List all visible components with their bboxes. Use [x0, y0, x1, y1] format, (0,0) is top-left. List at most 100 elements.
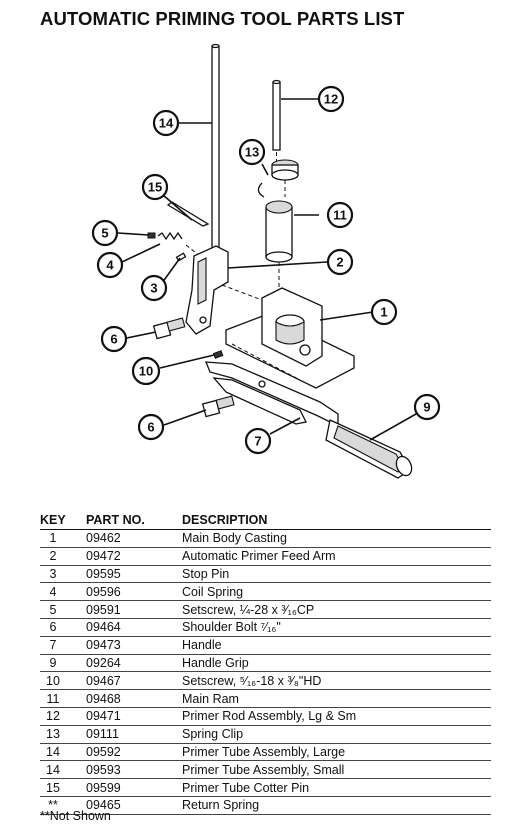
cell-description: Setscrew, ¼-28 x ³⁄₁₆CP [180, 600, 491, 619]
cell-part-no: 09468 [66, 689, 180, 708]
cell-key: 14 [40, 743, 66, 762]
callout-6-lower: 6 [137, 413, 165, 441]
callout-11: 11 [326, 201, 354, 229]
cell-description: Return Spring [180, 796, 491, 815]
cell-part-no: 09462 [66, 529, 180, 548]
cell-part-no: 09591 [66, 600, 180, 619]
cell-key: 7 [40, 636, 66, 655]
cell-description: Setscrew, ⁵⁄₁₆-18 x ³⁄₈"HD [180, 671, 491, 691]
cell-part-no: 09473 [66, 636, 180, 655]
callout-label: 7 [254, 434, 261, 449]
cell-description: Main Body Casting [180, 529, 491, 548]
callout-9: 9 [413, 393, 441, 421]
main-body-part [225, 287, 355, 389]
cell-description: Main Ram [180, 689, 491, 708]
column-header-part-no: PART NO. [66, 512, 180, 530]
cell-key: 2 [40, 547, 66, 566]
cell-part-no: 09467 [66, 671, 180, 691]
cell-description: Spring Clip [180, 725, 491, 744]
handle-grip-part [325, 419, 413, 479]
callout-label: 3 [150, 281, 157, 296]
cell-key: 11 [40, 689, 66, 708]
callout-label: 9 [423, 400, 430, 415]
column-header-key: KEY [40, 512, 66, 530]
callout-12: 12 [317, 85, 345, 113]
cell-key: 1 [40, 529, 66, 548]
callout-5: 5 [91, 219, 119, 247]
cell-part-no: 09465 [66, 796, 180, 815]
spring-clip-part [257, 159, 299, 198]
cell-part-no: 09111 [66, 725, 180, 744]
cell-part-no: 09596 [66, 582, 180, 602]
cell-part-no: 09472 [66, 547, 180, 566]
feed-arm-part [185, 245, 263, 335]
callout-15: 15 [141, 173, 169, 201]
callout-2: 2 [326, 248, 354, 276]
exploded-parts-diagram: 14 12 13 15 11 5 4 2 3 1 6 10 9 6 7 [91, 43, 441, 479]
cell-description: Primer Tube Assembly, Large [180, 743, 491, 762]
cell-part-no: 09464 [66, 618, 180, 637]
cell-description: Coil Spring [180, 582, 491, 602]
callout-7: 7 [244, 427, 272, 455]
callout-10: 10 [131, 356, 161, 386]
callout-label: 2 [336, 255, 343, 270]
cell-description: Stop Pin [180, 565, 491, 584]
cell-key: 14 [40, 760, 66, 780]
cell-key: 9 [40, 654, 66, 673]
cell-key: 15 [40, 778, 66, 797]
cell-key: ** [40, 796, 66, 815]
callout-label: 13 [245, 145, 259, 160]
callout-label: 12 [324, 92, 338, 107]
cell-key: 5 [40, 600, 66, 619]
cotter-pin-part [166, 201, 210, 227]
callout-label: 15 [148, 180, 162, 195]
callout-14: 14 [152, 109, 180, 137]
footnote: **Not Shown [40, 809, 111, 823]
cell-key: 6 [40, 618, 66, 637]
table-header-row: KEY PART NO. DESCRIPTION [40, 512, 491, 530]
callout-4: 4 [96, 251, 124, 279]
column-header-description: DESCRIPTION [180, 512, 491, 530]
cell-part-no: 09593 [66, 760, 180, 780]
cell-description: Automatic Primer Feed Arm [180, 547, 491, 566]
shoulder-bolt-lower-part [201, 395, 235, 418]
cell-description: Primer Rod Assembly, Lg & Sm [180, 707, 491, 726]
cell-key: 12 [40, 707, 66, 726]
callout-6: 6 [100, 325, 128, 353]
cell-part-no: 09595 [66, 565, 180, 584]
callout-label: 6 [110, 332, 117, 347]
callout-1: 1 [370, 298, 398, 326]
cell-key: 10 [40, 671, 66, 691]
cell-description: Handle [180, 636, 491, 655]
callout-label: 1 [380, 305, 387, 320]
callout-label: 14 [159, 116, 174, 131]
cell-part-no: 09471 [66, 707, 180, 726]
cell-key: 13 [40, 725, 66, 744]
callout-3: 3 [140, 274, 168, 302]
cell-part-no: 09592 [66, 743, 180, 762]
shoulder-bolt-part [152, 317, 186, 340]
cell-key: 3 [40, 565, 66, 584]
cell-description: Primer Tube Assembly, Small [180, 760, 491, 780]
callout-label: 6 [147, 420, 154, 435]
cell-description: Primer Tube Cotter Pin [180, 778, 491, 797]
callout-label: 5 [101, 226, 108, 241]
callout-label: 11 [333, 208, 347, 223]
